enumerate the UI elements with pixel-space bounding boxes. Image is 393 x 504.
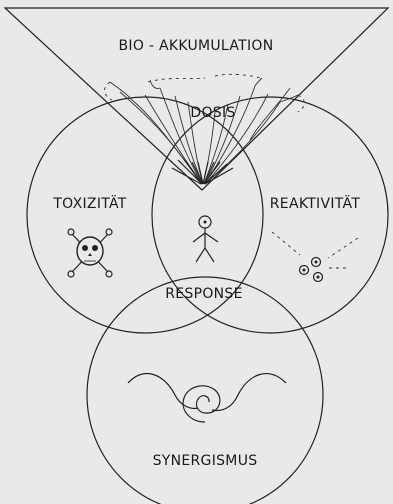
dose-label: DOSIS (190, 105, 235, 121)
synergism-circle (87, 277, 323, 504)
toxicity-label: TOXIZITÄT (52, 194, 126, 212)
reactivity-label: REAKTIVITÄT (270, 194, 361, 212)
stick-figure-icon (193, 216, 218, 262)
skull-crossbones-icon (68, 229, 112, 277)
synergism-label: SYNERGISMUS (153, 453, 258, 469)
dose-branching-icon (104, 74, 304, 184)
spiral-icon (128, 374, 286, 422)
response-label: RESPONSE (165, 286, 243, 302)
bioaccumulation-label: BIO - AKKUMULATION (118, 38, 273, 54)
particles-icon (272, 232, 358, 282)
bioaccumulation-triangle (5, 8, 388, 190)
